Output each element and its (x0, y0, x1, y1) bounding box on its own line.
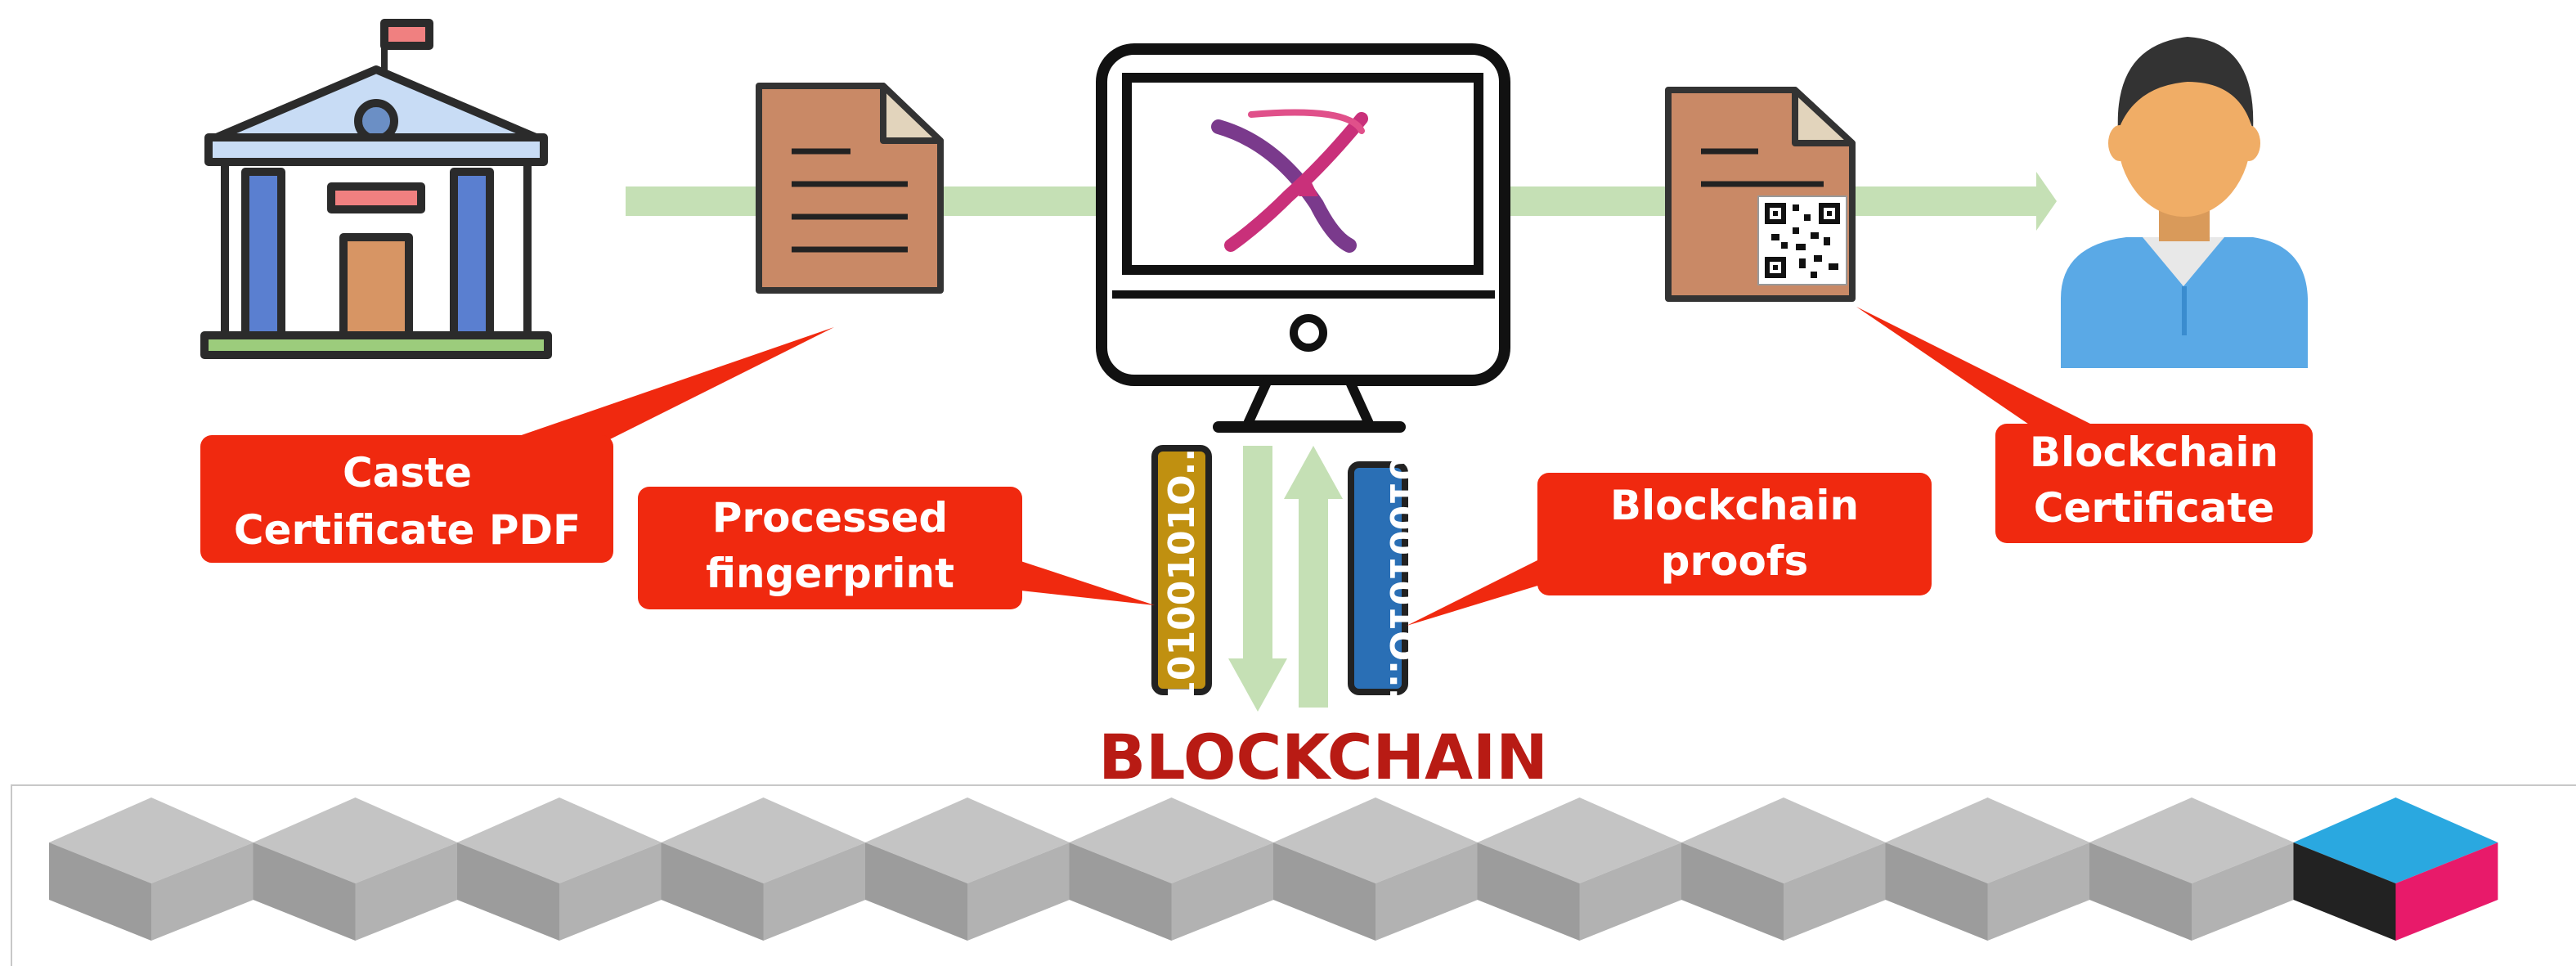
callout-processed-fingerprint: Processed fingerprint (638, 487, 1155, 609)
block (1681, 798, 1886, 941)
block-left-face (253, 842, 356, 941)
caste-label-line1: Caste (343, 449, 472, 496)
block-right-face (2395, 842, 2498, 941)
caste-label-line2: Certificate PDF (234, 506, 581, 554)
app-logo-icon (1211, 109, 1368, 253)
block-top-face (661, 798, 866, 883)
block (1885, 798, 2090, 941)
callout-blockchain-certificate: Blockchain Certificate (1856, 307, 2313, 543)
block (1273, 798, 1478, 941)
block (2089, 798, 2294, 941)
block-top-face (2293, 798, 2498, 883)
block-left-face (1273, 842, 1376, 941)
block (457, 798, 662, 941)
binary-proof-strip: 0100101O... (1348, 456, 1423, 702)
block-right-face (151, 842, 254, 941)
binary-fingerprint-strip: 10100101O... (1151, 434, 1212, 706)
block-left-face (49, 842, 151, 941)
user-person-icon (2061, 37, 2308, 368)
cert-label-line2: Certificate (2034, 484, 2275, 532)
block-right-face (1784, 842, 1886, 941)
block-latest (2293, 798, 2498, 941)
flow-arrow-down (1228, 446, 1287, 712)
block-top-face (1273, 798, 1478, 883)
block-right-face (559, 842, 662, 941)
cert-label-line1: Blockchain (2030, 429, 2278, 476)
binary-down-text: 0100101O... (1381, 456, 1423, 702)
block-left-face (1681, 842, 1784, 941)
block (49, 798, 254, 941)
block-left-face (1069, 842, 1172, 941)
block-top-face (1885, 798, 2090, 883)
block-left-face (1885, 842, 1988, 941)
block-chain-row (49, 798, 2498, 941)
block-top-face (2089, 798, 2294, 883)
pdf-document-icon (756, 83, 944, 294)
block (1477, 798, 1682, 941)
block-top-face (1069, 798, 1274, 883)
block-top-face (865, 798, 1070, 883)
block (1069, 798, 1274, 941)
block-right-face (1171, 842, 1274, 941)
block (865, 798, 1070, 941)
block-left-face (1477, 842, 1580, 941)
binary-up-text: 10100101O... (1161, 434, 1203, 706)
block-left-face (457, 842, 559, 941)
proofs-label-line2: proofs (1661, 537, 1809, 585)
block-right-face (967, 842, 1070, 941)
block (253, 798, 458, 941)
blockchain-title: BLOCKCHAIN (1098, 721, 1548, 793)
block-top-face (457, 798, 662, 883)
block-left-face (661, 842, 764, 941)
block-right-face (2192, 842, 2294, 941)
block-top-face (253, 798, 458, 883)
block-top-face (1681, 798, 1886, 883)
block-right-face (1987, 842, 2090, 941)
block-top-face (49, 798, 254, 883)
block-right-face (1376, 842, 1478, 941)
block-top-face (1477, 798, 1682, 883)
block-right-face (1579, 842, 1682, 941)
block (661, 798, 866, 941)
processed-label-line1: Processed (712, 494, 948, 541)
computer-monitor-icon (1096, 43, 1510, 433)
callout-blockchain-proofs: Blockchain proofs (1407, 473, 1932, 626)
block-right-face (355, 842, 458, 941)
government-building-icon (200, 19, 552, 359)
callout-caste-certificate: Caste Certificate PDF (200, 327, 834, 563)
block-left-face (2293, 842, 2396, 941)
flow-arrow-up (1284, 446, 1343, 708)
qr-certificate-document-icon (1665, 87, 1856, 302)
block-left-face (865, 842, 967, 941)
block-left-face (2089, 842, 2192, 941)
proofs-label-line1: Blockchain (1610, 482, 1859, 529)
block-right-face (763, 842, 866, 941)
processed-label-line2: fingerprint (706, 550, 954, 597)
